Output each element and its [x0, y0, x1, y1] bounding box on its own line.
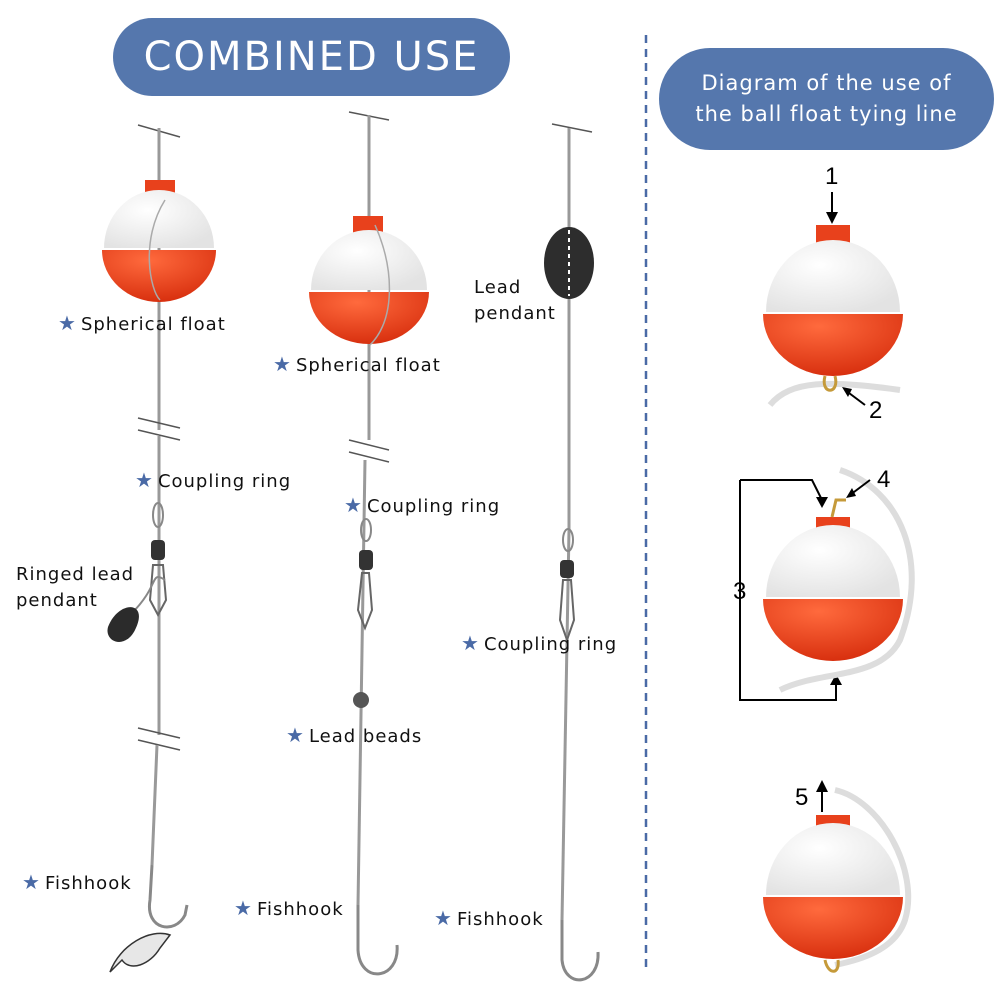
- side-title-text: Diagram of the use of the ball float tyi…: [695, 68, 957, 130]
- rig1-ring-label: ★Coupling ring: [135, 468, 291, 492]
- swivel-3: [558, 528, 576, 644]
- lead-bead: [353, 692, 369, 708]
- star-icon: ★: [273, 352, 292, 376]
- side-title-line-1: Diagram of the use of: [701, 71, 952, 95]
- swivel-1: [148, 502, 168, 618]
- step-number-1: 1: [825, 163, 839, 190]
- swivel-2: [356, 518, 374, 631]
- rig-1: [102, 124, 216, 973]
- side-diagram-title: Diagram of the use of the ball float tyi…: [659, 48, 994, 150]
- rig2-ring-label: ★Coupling ring: [344, 493, 500, 517]
- rig-2: [309, 111, 429, 976]
- combined-use-title: COMBINED USE: [113, 18, 510, 96]
- bait-fish: [109, 932, 172, 973]
- rig-3: [544, 123, 600, 982]
- rig3-pendant-label: Lead pendant: [474, 275, 556, 327]
- star-icon: ★: [461, 631, 480, 655]
- spherical-float-1: [102, 180, 216, 302]
- rig1-ring-text: Coupling ring: [157, 471, 292, 492]
- rig1-hook-text: Fishhook: [44, 873, 132, 894]
- rig1-hook-label: ★Fishhook: [22, 870, 132, 894]
- step-number-3: 3: [733, 578, 747, 605]
- fishhook-2: [356, 905, 399, 976]
- rig2-beads-label: ★Lead beads: [286, 723, 422, 747]
- ringed-lead-pendant: [107, 575, 166, 642]
- step-float-1: [763, 192, 903, 407]
- star-icon: ★: [22, 870, 41, 894]
- star-icon: ★: [344, 493, 363, 517]
- rig1-sinker-label: Ringed lead pendant: [16, 562, 134, 614]
- star-icon: ★: [58, 311, 77, 335]
- star-icon: ★: [434, 906, 453, 930]
- rig3-hook-label: ★Fishhook: [434, 906, 544, 930]
- rig3-hook-text: Fishhook: [456, 909, 544, 930]
- star-icon: ★: [135, 468, 154, 492]
- rig1-sinker-line-2: pendant: [16, 590, 98, 611]
- step-number-2: 2: [869, 397, 883, 424]
- rig3-ring-label: ★Coupling ring: [461, 631, 617, 655]
- rig3-ring-text: Coupling ring: [483, 634, 618, 655]
- rig3-pendant-line-1: Lead: [474, 277, 522, 298]
- star-icon: ★: [286, 723, 305, 747]
- spherical-float-2: [309, 216, 429, 346]
- rig1-float-text: Spherical float: [80, 314, 226, 335]
- fishhook-3: [560, 920, 600, 982]
- rig1-sinker-line-1: Ringed lead: [16, 564, 135, 585]
- rig2-beads-text: Lead beads: [308, 726, 423, 747]
- lead-pendant-oval: [544, 227, 594, 299]
- side-title-line-2: the ball float tying line: [695, 102, 958, 126]
- rig2-float-label: ★Spherical float: [273, 352, 441, 376]
- step-number-4: 4: [877, 466, 891, 493]
- rig2-float-text: Spherical float: [295, 355, 441, 376]
- rig1-float-label: ★Spherical float: [58, 311, 226, 335]
- step-float-2: [739, 467, 915, 701]
- rig2-hook-text: Fishhook: [256, 899, 344, 920]
- rig2-ring-text: Coupling ring: [366, 496, 501, 517]
- rig3-pendant-line-2: pendant: [474, 303, 556, 324]
- title-text: COMBINED USE: [143, 34, 480, 80]
- fishhook-1: [147, 864, 189, 929]
- rig2-hook-label: ★Fishhook: [234, 896, 344, 920]
- star-icon: ★: [234, 896, 253, 920]
- step-number-5: 5: [795, 784, 809, 811]
- step-float-3: [763, 780, 912, 973]
